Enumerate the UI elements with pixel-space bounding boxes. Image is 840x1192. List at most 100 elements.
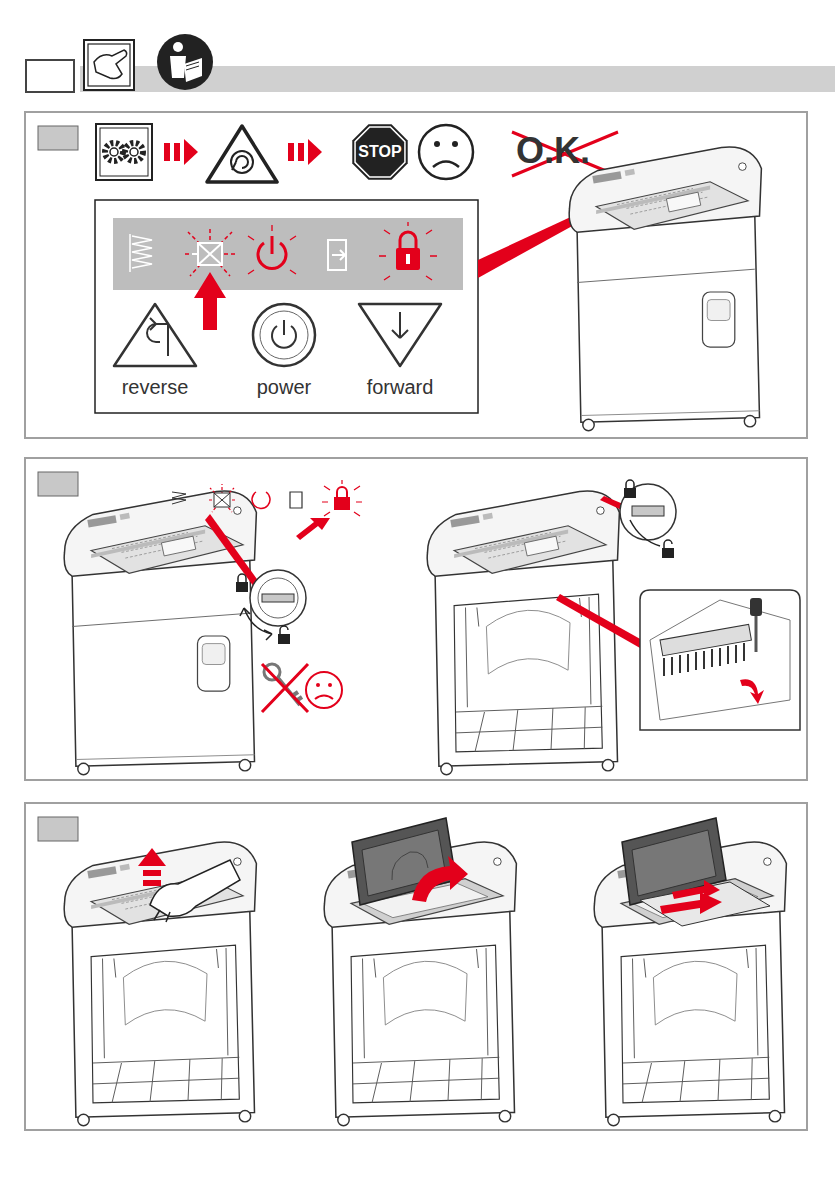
step-panel: [38, 817, 78, 841]
header: [26, 60, 74, 92]
key-forbidden: [262, 664, 308, 712]
status-strip: [322, 480, 362, 516]
flow-arrow: [288, 139, 322, 165]
step-panel: [25, 112, 807, 438]
reverse-button: reverse: [110, 300, 200, 406]
hand: [150, 860, 240, 916]
lift-arrow: [138, 848, 166, 886]
header: [170, 56, 186, 78]
shredder-open: [324, 842, 516, 1126]
node-shape: [239, 300, 329, 370]
control-panel: [406, 254, 410, 264]
open-lid: [622, 818, 726, 905]
paper-sheet: [672, 880, 720, 899]
sad-face: [328, 683, 332, 687]
status-strip: [208, 484, 236, 512]
header: [186, 62, 199, 70]
button-label: reverse: [110, 376, 200, 399]
step-panel: [38, 126, 78, 150]
shredder: [569, 147, 761, 431]
lock-detail: [280, 626, 288, 634]
status-strip: [296, 518, 330, 540]
open-lid: [352, 818, 456, 905]
gear-symbol: [96, 124, 152, 180]
step-panel: [25, 458, 807, 780]
sad-face: [316, 683, 320, 687]
lock-detail: [258, 578, 298, 618]
cutter-detail: [664, 643, 744, 676]
key-forbidden: [264, 664, 280, 680]
lock-detail: [278, 634, 290, 644]
lock-detail: [630, 520, 660, 546]
cutter-detail: [640, 590, 800, 730]
shredder: [72, 558, 254, 775]
status-strip: [172, 492, 186, 504]
node-shape: [355, 300, 445, 370]
control-panel: [194, 272, 226, 330]
warning-symbol: [207, 126, 277, 182]
warning-symbol: [231, 151, 253, 173]
cutter-detail: [750, 598, 762, 616]
header: [173, 42, 183, 52]
gear-symbol: [110, 148, 118, 156]
header: [26, 34, 835, 92]
lock-detail: [236, 582, 248, 592]
header: [157, 34, 213, 90]
status-strip: [252, 492, 270, 508]
open-lid: [632, 830, 716, 896]
header: [84, 40, 134, 90]
sad-face: [306, 672, 342, 708]
lock-detail: [626, 480, 634, 488]
warning-symbol: [207, 126, 277, 182]
shredder: [577, 214, 759, 431]
control-panel: [248, 225, 296, 274]
cutter-detail: [740, 679, 764, 704]
status-strip: [214, 493, 230, 507]
shredder-open: [435, 558, 617, 775]
status-strip: [334, 497, 350, 510]
control-panel: [328, 240, 346, 270]
node-shape: [110, 300, 200, 370]
sad-face: [419, 125, 473, 179]
button-label: power: [239, 376, 329, 399]
control-panel: [379, 222, 437, 280]
shredder: [569, 147, 761, 232]
leader-line: [205, 514, 262, 591]
status-strip: [214, 493, 230, 507]
sign-text: STOP: [350, 143, 410, 161]
flow-arrow: [288, 139, 322, 165]
cutter-detail: [660, 624, 751, 655]
forward-button: forward: [355, 300, 445, 406]
step-panel: [38, 472, 78, 496]
lock-detail: [632, 506, 664, 516]
warning-symbol: [232, 156, 248, 170]
key-forbidden: [262, 664, 308, 712]
sad-face: [419, 125, 473, 179]
shredder-open: [602, 909, 784, 1126]
shredder: [64, 491, 256, 576]
lock-detail: [240, 608, 272, 640]
lock-detail: [662, 548, 674, 558]
sad-face: [452, 141, 458, 147]
shredder-open: [72, 909, 254, 1126]
lift-arrow: [138, 848, 166, 866]
lock-detail: [236, 570, 306, 644]
status-strip: [337, 487, 347, 497]
lock-detail: [664, 540, 672, 548]
sad-face: [315, 696, 333, 700]
status-text: O.K.: [516, 130, 590, 172]
status-strip: [322, 480, 362, 516]
button-label: forward: [355, 376, 445, 399]
lock-detail: [620, 484, 676, 540]
control-panel: [130, 234, 152, 272]
button-icon: [272, 320, 296, 348]
open-lid: [392, 852, 428, 880]
flow-arrow: [164, 139, 198, 165]
step-panel: [25, 803, 807, 1130]
button-outline: [114, 304, 196, 366]
hand: [150, 860, 240, 922]
header: [88, 44, 130, 86]
step-panel: [25, 803, 807, 1130]
control-panel: [95, 200, 478, 413]
